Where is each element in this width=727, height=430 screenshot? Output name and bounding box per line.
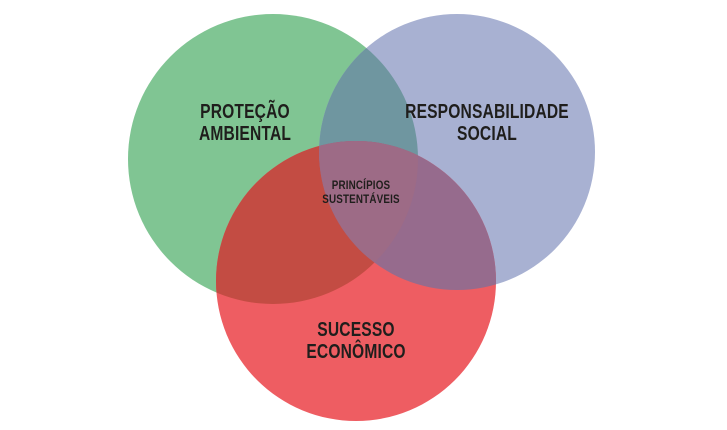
label-economic-line1: SUCESSO (317, 319, 395, 341)
label-social-responsibility: RESPONSABILIDADE SOCIAL (405, 101, 569, 145)
label-social-line2: SOCIAL (457, 123, 517, 145)
label-center-line2: SUSTENTÁVEIS (322, 192, 400, 206)
label-economic-line2: ECONÔMICO (306, 341, 406, 363)
label-sustainable-principles: PRINCÍPIOS SUSTENTÁVEIS (322, 178, 399, 206)
label-environmental-line2: AMBIENTAL (198, 123, 292, 145)
label-economic-success: SUCESSO ECONÔMICO (306, 319, 405, 363)
label-environmental-line1: PROTEÇÃO (200, 101, 290, 123)
label-center-line1: PRINCÍPIOS (331, 178, 391, 192)
label-environmental-protection: PROTEÇÃO AMBIENTAL (199, 101, 291, 145)
label-social-line1: RESPONSABILIDADE (405, 101, 569, 123)
